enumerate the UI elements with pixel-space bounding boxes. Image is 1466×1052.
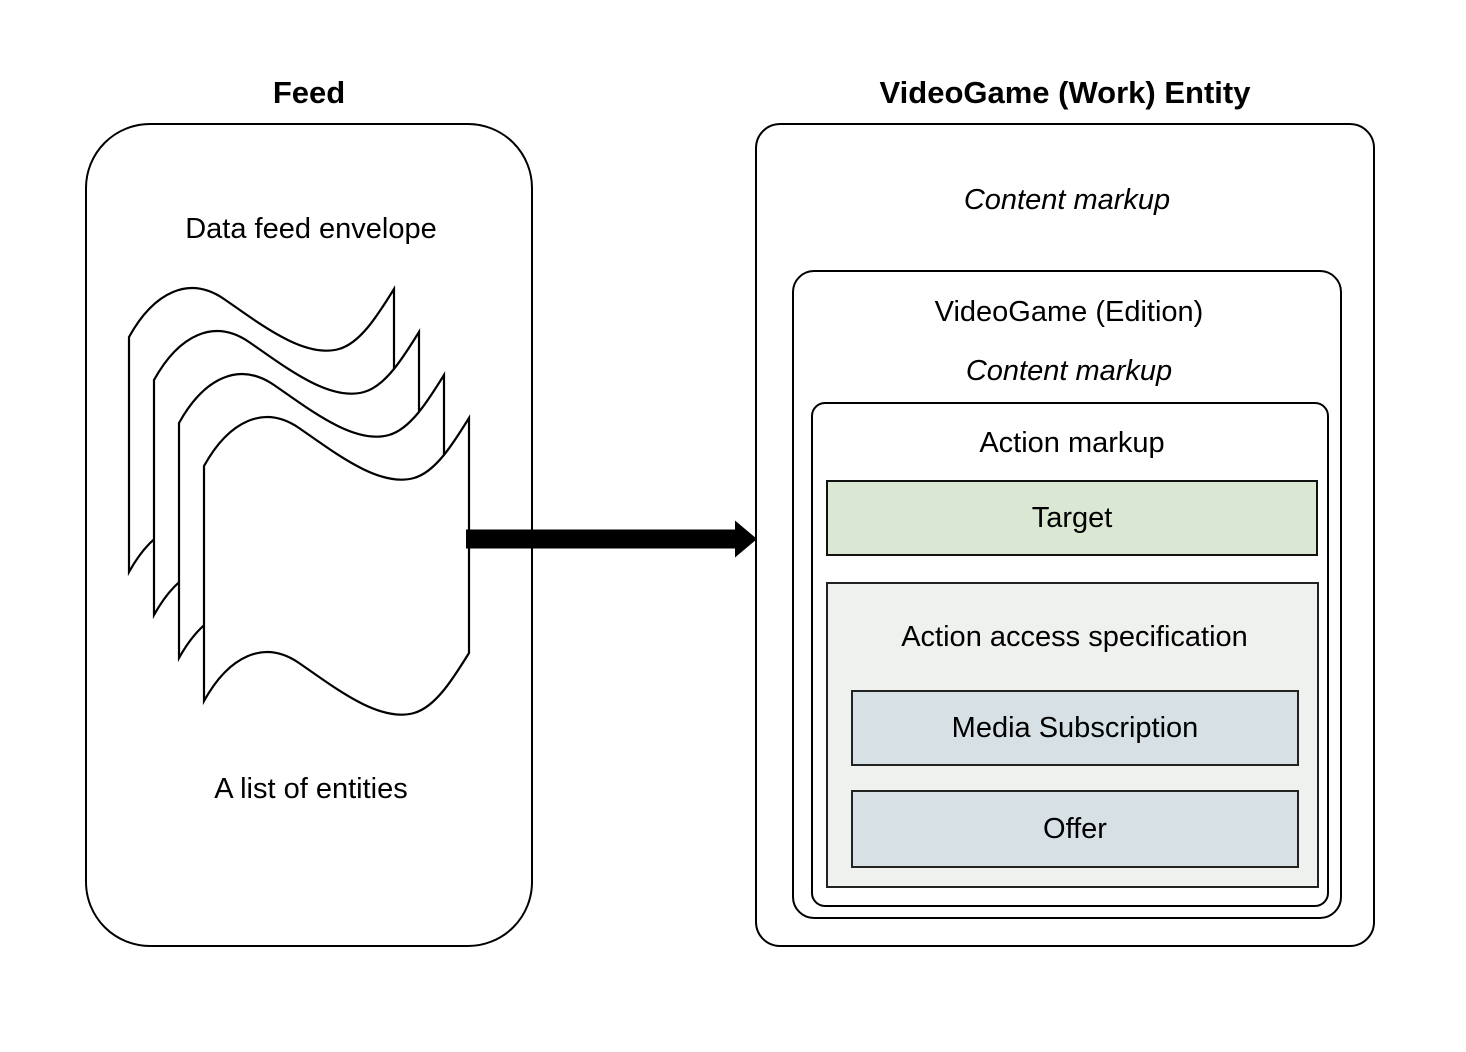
feed-section-title: Feed [272, 75, 346, 110]
videogame-edition-label: VideoGame (Edition) [934, 296, 1204, 328]
media-subscription-label: Media Subscription [951, 712, 1199, 744]
list-of-entities-caption: A list of entities [214, 773, 408, 805]
action-markup-label: Action markup [979, 427, 1165, 459]
target-label: Target [1031, 502, 1113, 534]
media-subscription-box: Media Subscription [851, 690, 1299, 766]
offer-box: Offer [851, 790, 1299, 868]
data-feed-envelope-label: Data feed envelope [185, 213, 437, 245]
action-access-specification-container: Action access specification Media Subscr… [826, 582, 1319, 888]
offer-label: Offer [1043, 813, 1107, 845]
action-access-specification-label: Action access specification [901, 621, 1248, 653]
work-content-markup-label: Content markup [963, 184, 1171, 216]
arrow-right-icon [466, 520, 757, 558]
action-markup-container: Action markup Target Action access speci… [811, 402, 1329, 907]
stacked-documents-icon [127, 285, 471, 716]
videogame-edition-container: VideoGame (Edition) Content markup Actio… [792, 270, 1342, 919]
feed-envelope-container: Data feed envelope A list of entities [85, 123, 533, 947]
videogame-work-entity-title: VideoGame (Work) Entity [879, 75, 1251, 110]
videogame-work-entity-container: Content markup VideoGame (Edition) Conte… [755, 123, 1375, 947]
edition-content-markup-label: Content markup [965, 355, 1173, 387]
target-box: Target [826, 480, 1318, 556]
